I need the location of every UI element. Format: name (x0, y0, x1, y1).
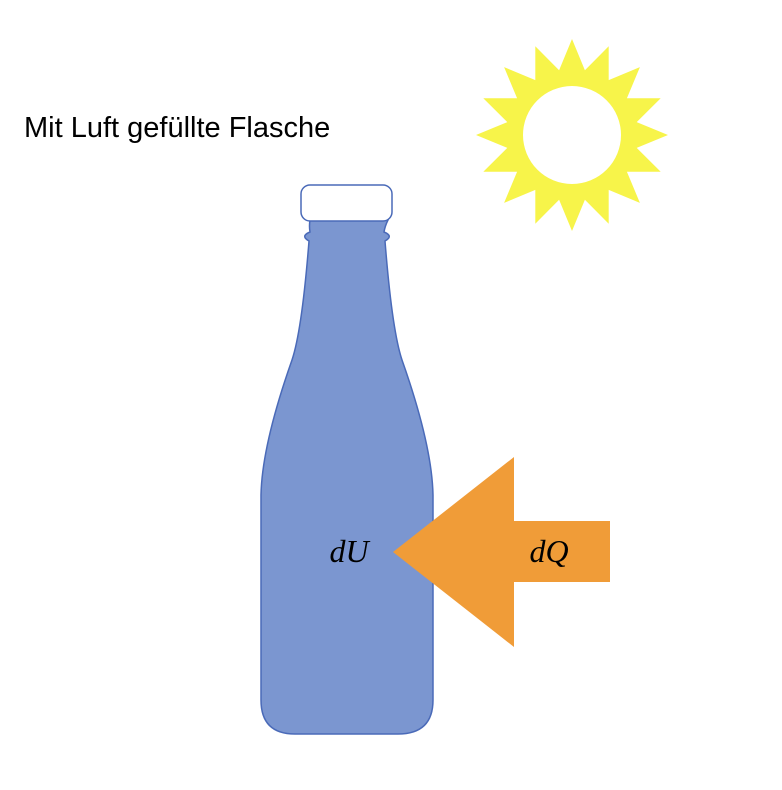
bottle-cap (300, 184, 393, 222)
bottle (260, 184, 434, 735)
heat-label: dQ (529, 533, 568, 569)
sun-core (523, 86, 621, 184)
diagram-title: Mit Luft gefüllte Flasche (24, 112, 331, 144)
sun-icon (476, 39, 668, 231)
internal-energy-label: dU (329, 533, 370, 569)
arrow-shape (393, 457, 610, 647)
heat-arrow (393, 457, 610, 647)
bottle-body (260, 219, 434, 735)
